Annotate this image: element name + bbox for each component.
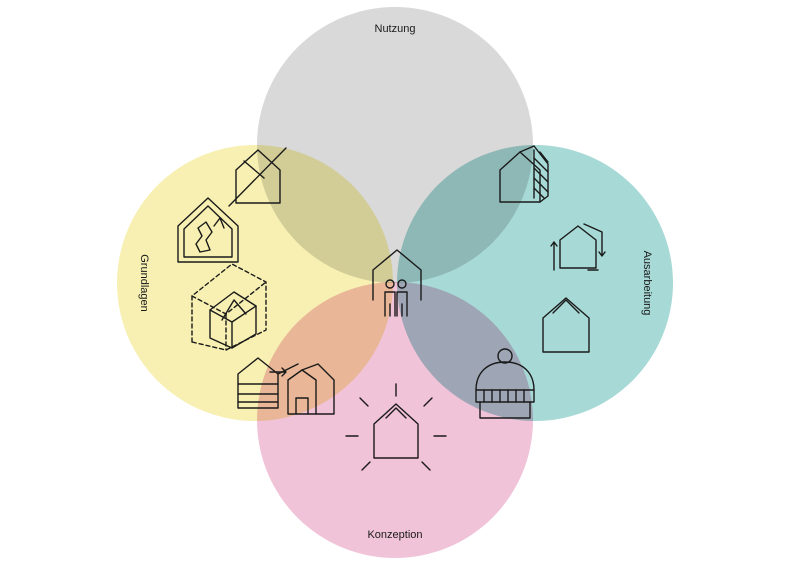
- house-crossed-icon: [228, 147, 287, 207]
- label-grundlagen: Grundlagen: [138, 254, 150, 312]
- shining-house-icon: [345, 383, 447, 471]
- circle-konzeption: [257, 282, 533, 558]
- damaged-house-icon: [177, 197, 239, 263]
- insulated-wall-icon: [499, 145, 549, 203]
- house-with-beanie-icon: [475, 348, 535, 419]
- people-house-icon: [372, 249, 422, 317]
- dashed-house-icon: [191, 263, 267, 351]
- stacked-house-icon: [237, 357, 299, 409]
- simple-house-icon: [542, 297, 590, 353]
- label-konzeption: Konzeption: [367, 529, 422, 541]
- rotate-house-icon: [550, 223, 606, 271]
- extended-house-icon: [269, 363, 335, 415]
- label-ausarbeitung: Ausarbeitung: [641, 251, 653, 316]
- label-nutzung: Nutzung: [375, 23, 416, 35]
